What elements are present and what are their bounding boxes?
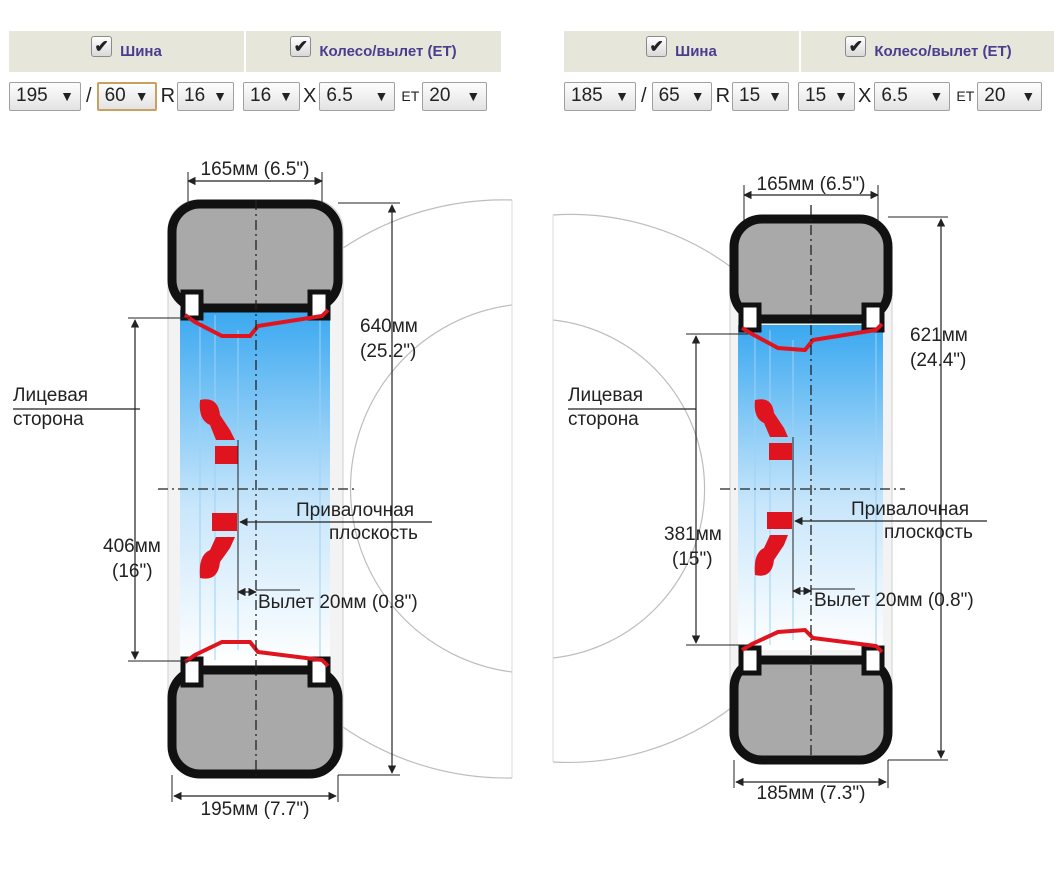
rim-diameter-mm: 406мм [103, 536, 161, 557]
rim-body [180, 310, 330, 665]
mount-plane-label-2: плоскость [329, 523, 418, 544]
chevron-down-icon: ▼ [690, 88, 705, 104]
tire-checkbox[interactable]: ✔ [91, 36, 113, 57]
outer-arc-bottom [552, 704, 736, 764]
tire-diameter-select[interactable]: 15▼ [732, 81, 790, 111]
chevron-down-icon: ▼ [1021, 88, 1036, 104]
chevron-down-icon: ▼ [615, 88, 629, 104]
tire-width-select[interactable]: 185▼ [564, 81, 636, 111]
mount-plane-label-1: Привалочная [851, 499, 969, 520]
rim-profile-bottom [740, 627, 884, 654]
r-separator: R [160, 84, 176, 107]
chevron-down-icon: ▼ [279, 88, 294, 104]
outer-diameter-in: (25.2") [360, 341, 416, 362]
tire-width-label: 185мм (7.3") [757, 783, 866, 804]
mount-plane-label-2: плоскость [884, 522, 973, 543]
et-separator: ET [401, 88, 420, 104]
chevron-down-icon: ▼ [768, 88, 783, 104]
outer-arc-bottom [339, 724, 513, 779]
mount-plane-label-1: Привалочная [296, 500, 414, 521]
rim-profile-top [183, 308, 330, 338]
wheel-header-label: Колесо/вылет (ET) [874, 43, 1012, 60]
right-wheel-diagram: 165мм (6.5") 621мм (24.4") Лицевая сторо… [552, 174, 987, 804]
chevron-down-icon: ▼ [60, 88, 74, 104]
slash-separator: / [86, 84, 92, 107]
outer-arc [552, 213, 736, 271]
inner-arc [349, 304, 513, 673]
wheel-header[interactable]: ✔ Колесо/вылет (ET) [801, 31, 1054, 72]
rim-diameter-in: (15") [672, 549, 713, 570]
rim-width-label: 165мм (6.5") [201, 159, 310, 180]
x-separator: X [303, 84, 317, 107]
wheel-checkbox[interactable]: ✔ [845, 36, 867, 57]
r-separator: R [715, 84, 731, 107]
et-select[interactable]: 20▼ [422, 81, 488, 111]
wheel-disk-bottom [754, 535, 788, 576]
et-separator: ET [956, 88, 975, 104]
wheel-disk-top [199, 399, 235, 440]
rim-diameter-select[interactable]: 16▼ [243, 81, 301, 111]
tire-top [167, 199, 343, 313]
rim-profile-top [740, 322, 884, 353]
wheel-header-label: Колесо/вылет (ET) [319, 43, 457, 60]
inner-arc [552, 319, 706, 659]
slash-separator: / [641, 84, 647, 107]
tire-header[interactable]: ✔ Шина [564, 31, 801, 72]
rim-diameter-in: (16") [112, 561, 153, 582]
rim-width-select[interactable]: 6.5▼ [874, 81, 951, 111]
tire-checkbox[interactable]: ✔ [646, 36, 668, 57]
rim-diameter-mm: 381мм [664, 524, 722, 545]
chevron-down-icon: ▼ [466, 88, 481, 104]
offset-label: Вылет 20мм (0.8") [814, 590, 974, 611]
wheel-disk-top [754, 399, 788, 437]
rim-profile-bottom [183, 640, 330, 668]
chevron-down-icon: ▼ [929, 88, 944, 104]
chevron-down-icon: ▼ [834, 88, 849, 104]
tire-profile-select[interactable]: 60▼ [96, 81, 157, 111]
tire-diameter-select[interactable]: 16▼ [177, 81, 235, 111]
wheel-checkbox[interactable]: ✔ [290, 36, 312, 57]
tire-bottom [167, 665, 343, 779]
rim-width-label: 165мм (6.5") [757, 174, 866, 195]
tire-header[interactable]: ✔ Шина [9, 31, 246, 72]
tire-width-select[interactable]: 195▼ [9, 81, 81, 111]
chevron-down-icon: ▼ [134, 88, 149, 104]
outer-diameter-in: (24.4") [910, 350, 966, 371]
chevron-down-icon: ▼ [213, 88, 228, 104]
chevron-down-icon: ▼ [374, 88, 389, 104]
rim-width-select[interactable]: 6.5▼ [319, 81, 396, 111]
outer-diameter-mm: 640мм [360, 316, 418, 337]
tire-header-label: Шина [120, 43, 162, 60]
wheel-disk-bottom [199, 537, 235, 579]
outer-arc [339, 199, 513, 251]
face-side-label-1: Лицевая [568, 385, 643, 406]
et-select[interactable]: 20▼ [977, 81, 1043, 111]
outer-diameter-mm: 621мм [910, 325, 968, 346]
tire-header-label: Шина [675, 43, 717, 60]
tire-width-label: 195мм (7.7") [201, 799, 310, 820]
left-wheel-diagram: 165мм (6.5") 640мм (25.2") Лицевая сторо… [13, 159, 513, 820]
right-selector-panel: ✔ Шина ✔ Колесо/вылет (ET) 185▼ / 65▼ R … [564, 31, 1054, 114]
left-selector-panel: ✔ Шина ✔ Колесо/вылет (ET) 195▼ / 60▼ R … [9, 31, 501, 114]
rim-diameter-select[interactable]: 15▼ [798, 81, 856, 111]
face-side-label-2: сторона [568, 409, 639, 430]
face-side-label-1: Лицевая [13, 385, 88, 406]
tire-profile-select[interactable]: 65▼ [651, 81, 712, 111]
offset-label: Вылет 20мм (0.8") [258, 592, 418, 613]
x-separator: X [858, 84, 872, 107]
face-side-label-2: сторона [13, 409, 84, 430]
wheel-header[interactable]: ✔ Колесо/вылет (ET) [246, 31, 501, 72]
